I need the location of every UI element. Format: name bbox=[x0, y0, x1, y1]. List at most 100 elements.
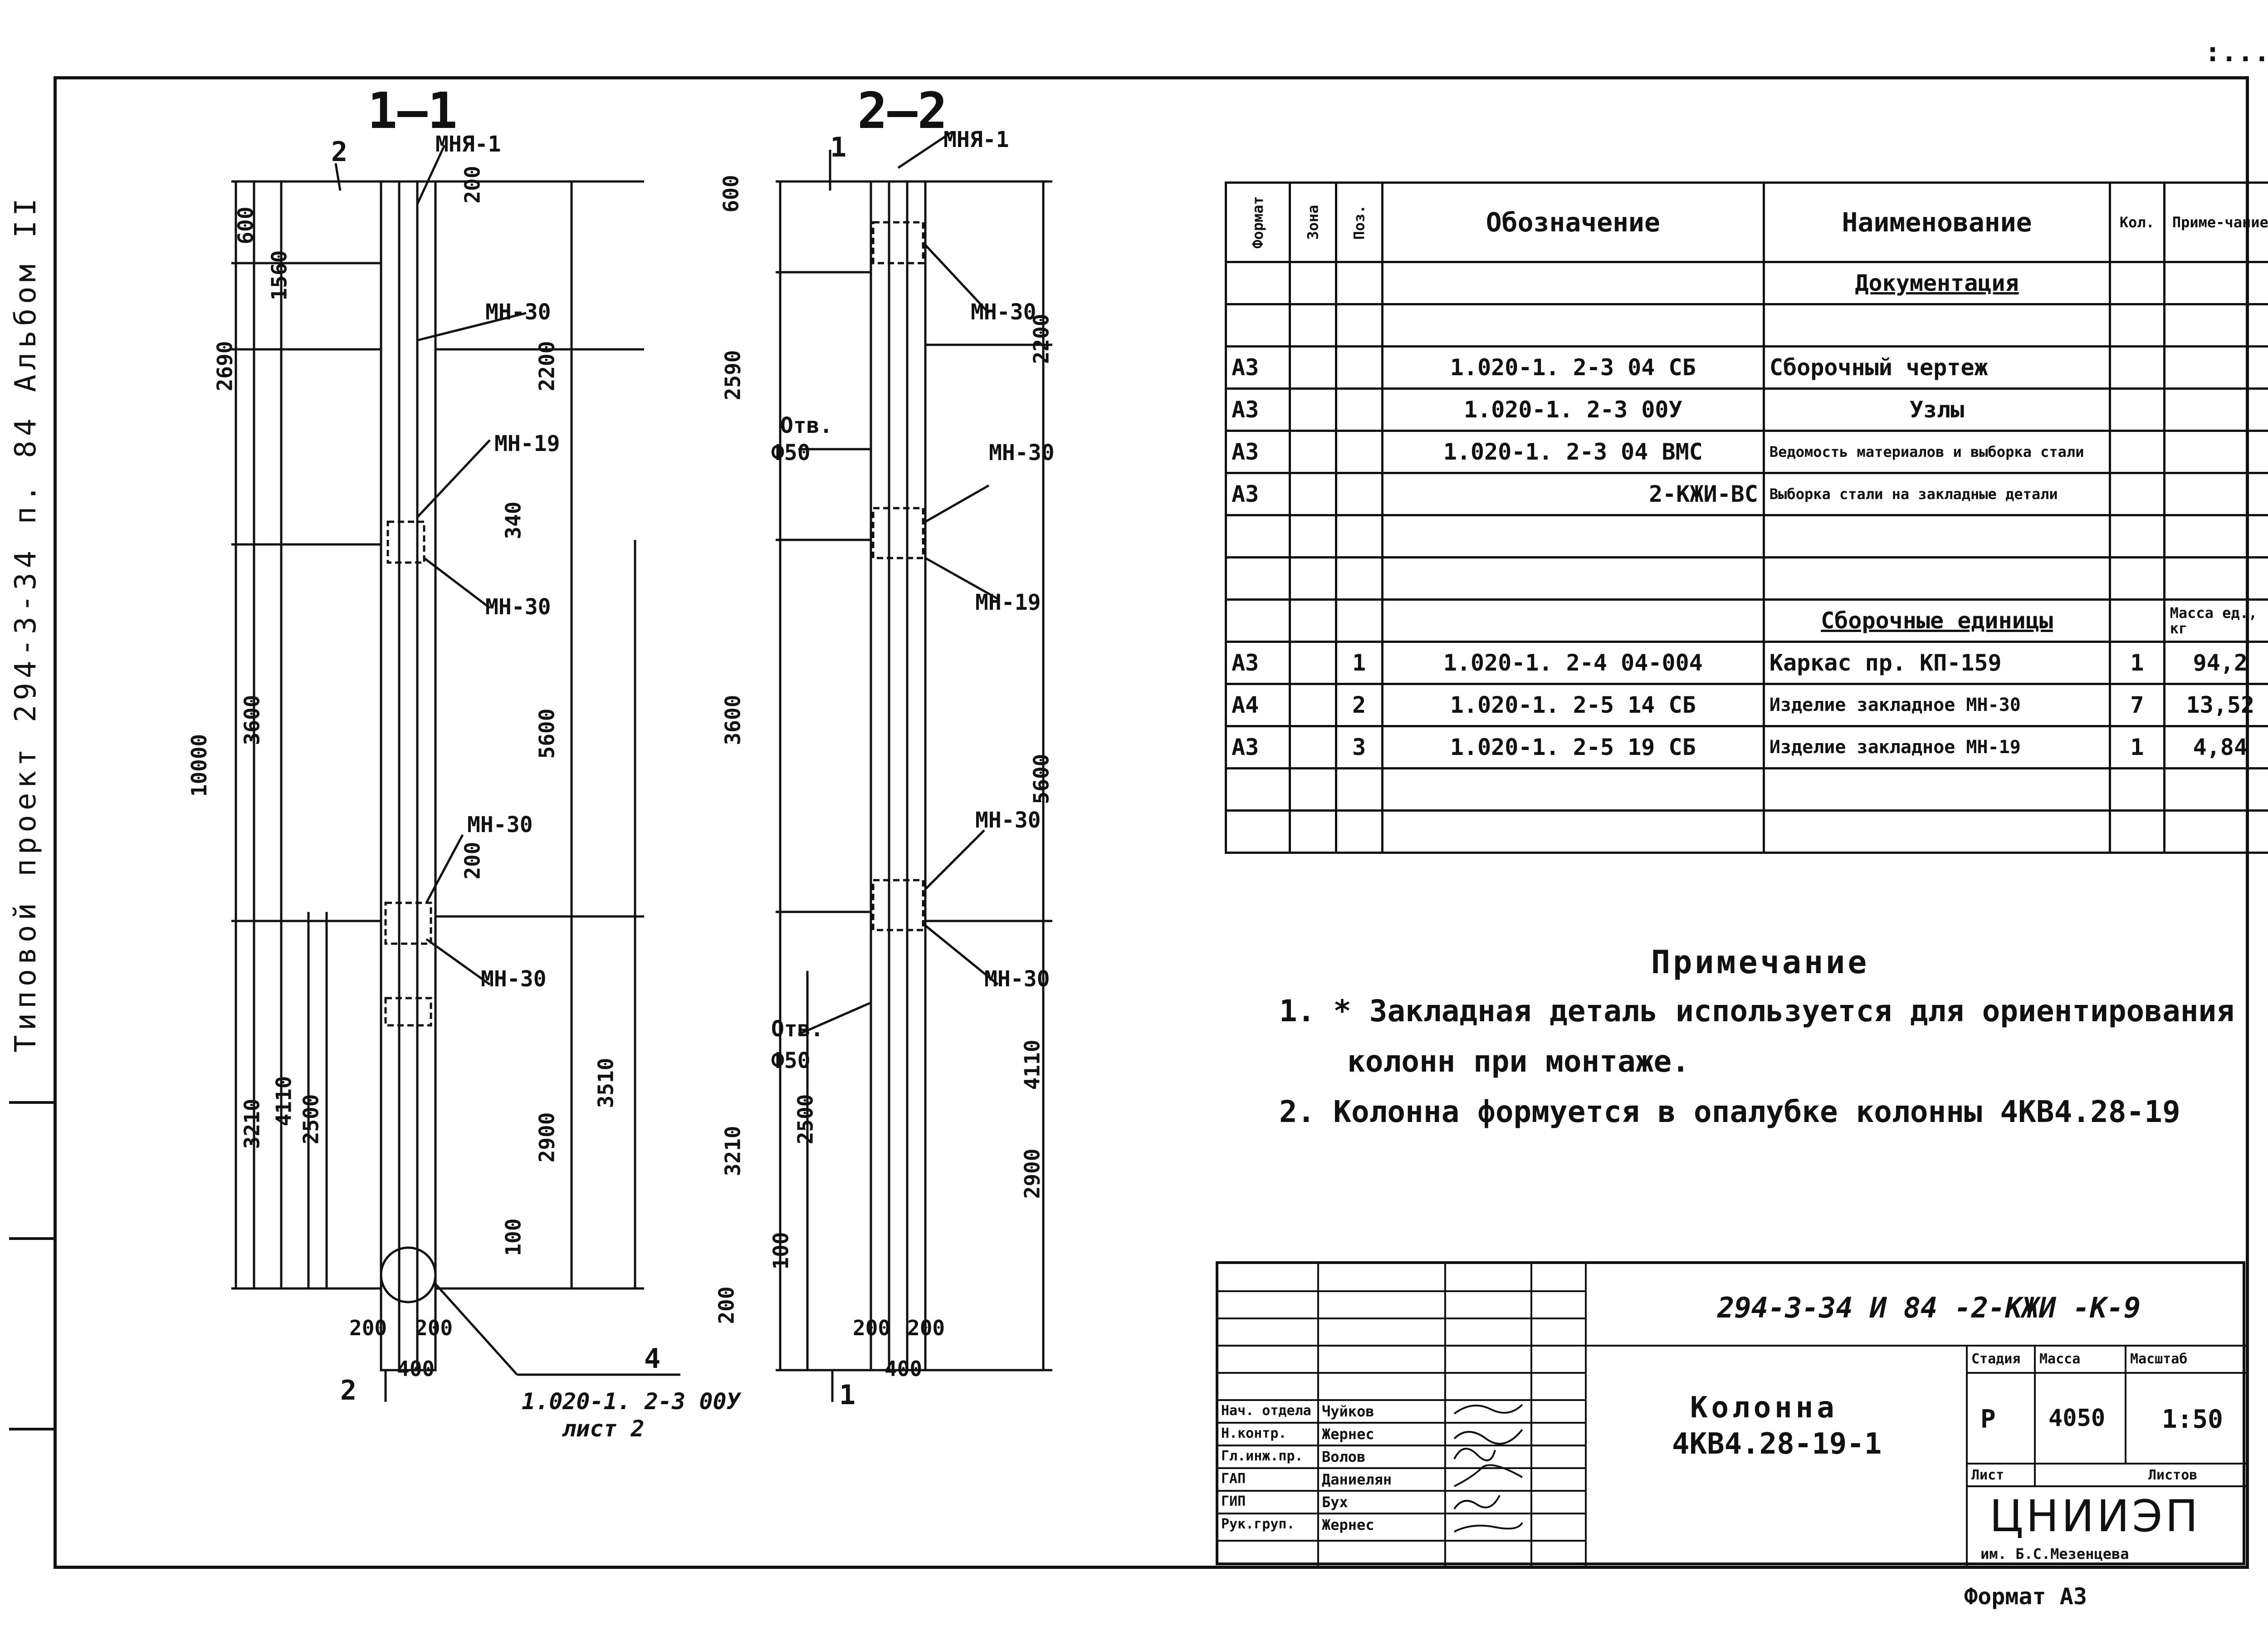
person: Волов bbox=[1322, 1448, 1366, 1465]
scale-label: Масштаб bbox=[2130, 1351, 2188, 1367]
dimension: 3600 bbox=[720, 695, 745, 745]
person: Жернес bbox=[1322, 1516, 1374, 1533]
signatures bbox=[1453, 1404, 1523, 1533]
name-cell: Изделие закладное МН-30 bbox=[1762, 683, 2112, 727]
table-row: А3 1.020-1. 2-3 04 ВМС Ведомость материа… bbox=[1225, 430, 2268, 474]
dimension: 200 bbox=[349, 1316, 387, 1340]
notes-title: Примечание bbox=[1651, 944, 1870, 981]
section-1-drawing bbox=[231, 144, 680, 1402]
section-1-cut-mark-bottom: 2 bbox=[340, 1375, 357, 1406]
part-label: МН-30 bbox=[984, 966, 1050, 992]
mass-label: Масса bbox=[2039, 1351, 2081, 1367]
dimension: 3510 bbox=[593, 1058, 618, 1108]
table-row bbox=[1225, 303, 2268, 348]
note-item: 2. Колонна формуется в опалубке колонны … bbox=[1279, 1094, 2180, 1129]
dimension: 2500 bbox=[793, 1094, 818, 1145]
name-cell: Ведомость материалов и выборка стали bbox=[1762, 430, 2112, 474]
column-header: Кол. bbox=[2109, 181, 2165, 263]
reference-number: 4 bbox=[644, 1343, 661, 1375]
name-cell: Каркас пр. КП-159 bbox=[1762, 641, 2112, 685]
dimension: 10000 bbox=[187, 734, 212, 797]
note-cell: 4,84 bbox=[2163, 725, 2268, 769]
dimension: 200 bbox=[714, 1286, 739, 1324]
stage-label: Стадия bbox=[1971, 1351, 2021, 1367]
format-cell: А3 bbox=[1225, 387, 1291, 432]
name-cell: Сборочный чертеж bbox=[1762, 345, 2112, 390]
mass-value: 4050 bbox=[2048, 1405, 2106, 1432]
product-code: 4КВ4.28-19-1 bbox=[1672, 1427, 1882, 1461]
mass-note: Масса ед., кг bbox=[2163, 598, 2268, 643]
dimension: 2200 bbox=[534, 341, 559, 392]
note-item: 1. * Закладная деталь используется для о… bbox=[1279, 994, 2234, 1029]
title-block: 294-3-34 И 84 -2-КЖИ -К-9 Нач. отдела Н.… bbox=[1216, 1261, 2248, 1568]
designation-cell: 1.020-1. 2-3 04 ВМС bbox=[1381, 430, 1765, 474]
column-header: Приме-чание bbox=[2163, 181, 2268, 263]
column-header: Формат bbox=[1225, 181, 1291, 263]
section-2-cut-mark-bottom: 1 bbox=[839, 1379, 856, 1411]
product-name: Колонна bbox=[1690, 1391, 1838, 1425]
table-row: Документация bbox=[1225, 261, 2268, 305]
note-cell: 94,2 bbox=[2163, 641, 2268, 685]
reference-document: 1.020-1. 2-3 00У bbox=[522, 1388, 740, 1415]
dimension: 2900 bbox=[1020, 1148, 1045, 1199]
format-cell: А4 bbox=[1225, 683, 1291, 727]
dimension: 5600 bbox=[1029, 754, 1054, 804]
format-cell: А3 bbox=[1225, 641, 1291, 685]
position-cell: 1 bbox=[1334, 641, 1383, 685]
hole-label: Отв. bbox=[771, 1016, 824, 1042]
table-row: А3 1.020-1. 2-3 04 СБ Сборочный чертеж bbox=[1225, 345, 2268, 390]
dimension: 4110 bbox=[271, 1076, 296, 1127]
dimension: 100 bbox=[768, 1232, 793, 1270]
dimension: 1560 bbox=[267, 250, 292, 301]
quantity-cell: 1 bbox=[2109, 725, 2165, 769]
section-1-title: 1—1 bbox=[367, 82, 458, 140]
table-row bbox=[1225, 514, 2268, 558]
role: Н.контр. bbox=[1221, 1425, 1287, 1441]
format-cell: А3 bbox=[1225, 472, 1291, 516]
section-heading: Сборочные единицы bbox=[1762, 598, 2112, 643]
table-row bbox=[1225, 767, 2268, 812]
quantity-cell: 1 bbox=[2109, 641, 2165, 685]
column-header: Наименование bbox=[1762, 181, 2112, 263]
dimension: 400 bbox=[397, 1357, 435, 1381]
sheet-format: Формат А3 bbox=[1964, 1583, 2087, 1610]
table-row: А4 2 1.020-1. 2-5 14 СБ Изделие закладно… bbox=[1225, 683, 2268, 727]
part-label: МН-30 bbox=[971, 299, 1036, 325]
name-cell: Выборка стали на закладные детали bbox=[1762, 472, 2112, 516]
part-label: МН-30 bbox=[989, 440, 1055, 465]
person: Даниелян bbox=[1322, 1471, 1392, 1488]
part-label: МН-30 bbox=[485, 299, 551, 325]
hole-label: Ф50 bbox=[771, 1048, 811, 1073]
dimension: 340 bbox=[501, 501, 526, 539]
name-cell: Изделие закладное МН-19 bbox=[1762, 725, 2112, 769]
dimension: 200 bbox=[907, 1316, 945, 1340]
reference-sheet: лист 2 bbox=[562, 1416, 645, 1442]
position-cell: 3 bbox=[1334, 725, 1383, 769]
role: ГИП bbox=[1221, 1494, 1246, 1509]
dimension: 2200 bbox=[1029, 313, 1054, 364]
dimension: 400 bbox=[885, 1357, 923, 1381]
designation-cell: 2-КЖИ-ВС bbox=[1381, 472, 1765, 516]
dimension: 5600 bbox=[534, 708, 559, 759]
section-2-cut-mark: 1 bbox=[830, 132, 847, 163]
part-label: МН-19 bbox=[975, 590, 1041, 615]
hole-label: Ф50 bbox=[771, 440, 811, 465]
hole-label: Отв. bbox=[780, 413, 833, 438]
dimension: 4110 bbox=[1020, 1039, 1045, 1090]
section-2-drawing bbox=[776, 130, 1052, 1402]
designation-cell: 1.020-1. 2-3 00У bbox=[1381, 387, 1765, 432]
note-item: колонн при монтаже. bbox=[1347, 1044, 1690, 1079]
role: Рук.груп. bbox=[1221, 1516, 1295, 1532]
stage-value: Р bbox=[1980, 1405, 1996, 1434]
title-block-grid bbox=[1218, 1264, 2248, 1568]
person: Жернес bbox=[1322, 1425, 1374, 1443]
person: Чуйков bbox=[1322, 1403, 1374, 1420]
table-row: А3 1.020-1. 2-3 00У Узлы bbox=[1225, 387, 2268, 432]
role: ГАП bbox=[1221, 1471, 1246, 1487]
table-row: А3 3 1.020-1. 2-5 19 СБ Изделие закладно… bbox=[1225, 725, 2268, 769]
part-label: МН-30 bbox=[481, 966, 547, 992]
specification-table: Формат Зона Поз. Обозначение Наименовани… bbox=[1225, 181, 2268, 854]
section-heading: Документация bbox=[1762, 261, 2112, 305]
part-label: МНЯ-1 bbox=[435, 132, 501, 157]
table-row: А3 1 1.020-1. 2-4 04-004 Каркас пр. КП-1… bbox=[1225, 641, 2268, 685]
